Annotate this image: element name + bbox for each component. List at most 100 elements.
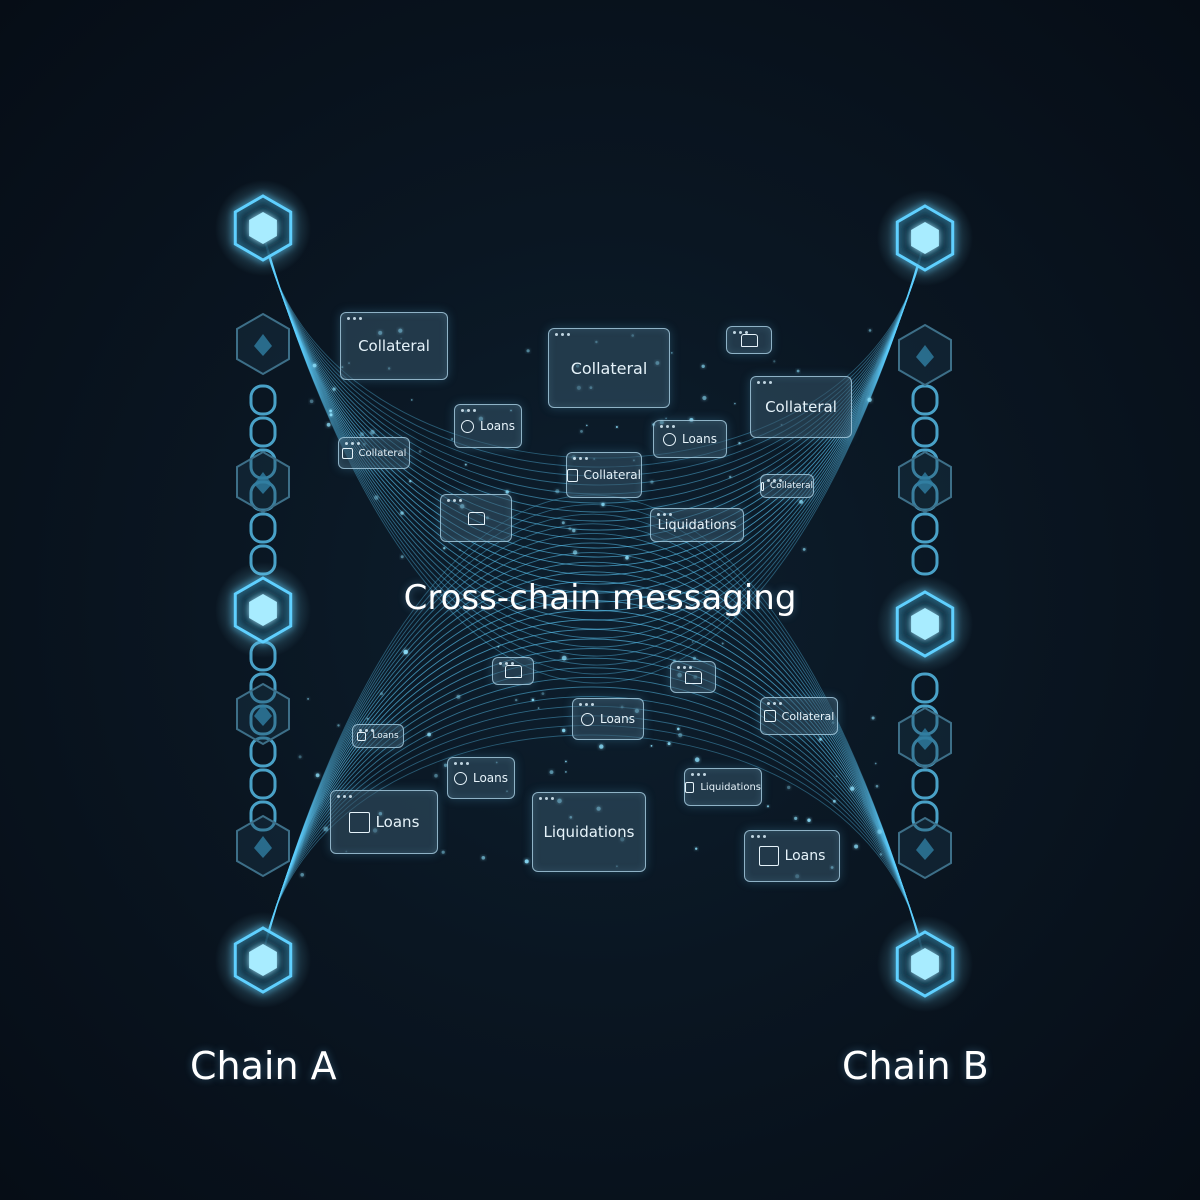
spark-particle [464,463,467,466]
message-card [726,326,772,354]
spark-particle [694,757,700,762]
ethereum-icon [916,728,934,750]
window-dots [337,795,352,798]
chain-link [249,736,277,768]
wire [261,696,926,963]
document-icon [341,447,353,459]
spark-particle [601,502,605,507]
window-dots [767,479,782,482]
spark-particle [309,399,314,404]
spark-particle [537,707,540,709]
spark-particle [692,656,697,661]
document-icon [567,468,578,482]
window-dots [555,333,570,336]
spark-particle [475,558,478,561]
spark-particle [572,528,576,533]
spark-particle [380,692,384,696]
wire [261,227,926,531]
spark-particle [580,430,583,433]
spark-particle [877,829,882,834]
spark-particle [773,360,776,363]
spark-particle [456,694,461,699]
window-dots [691,773,706,776]
spark-particle [721,642,724,645]
message-card: Collateral [338,437,410,469]
spark-particle [427,732,431,737]
message-card-label: Loans [599,712,636,726]
spark-particle [677,727,680,731]
spark-particle [819,738,822,741]
window-dots [767,702,782,705]
message-card: Loans [744,830,840,882]
window-dots [757,381,772,384]
spark-particle [850,786,855,791]
message-card-label: Liquidations [700,781,761,793]
document-icon [763,710,776,722]
wire [261,227,926,576]
wire [261,227,926,630]
wire [261,629,926,963]
hex-node-core [911,222,939,254]
spark-particle [459,549,461,551]
spark-particle [568,527,572,531]
window-dots [660,425,675,428]
spark-particle [332,387,336,391]
chain-b-label: Chain B [842,1044,989,1088]
spark-particle [802,548,806,551]
spark-particle [667,742,671,746]
message-card-label: Collateral [583,468,641,482]
wire [261,590,926,963]
message-card-label: Loans [372,731,399,741]
spark-particle [329,413,333,417]
spark-particle [670,352,673,354]
spark-particle [370,429,375,435]
message-card-label: Loans [681,432,718,446]
spark-particle [312,363,317,368]
spark-particle [586,424,588,427]
wire [261,552,926,963]
spark-particle [796,369,800,373]
wire [261,227,926,549]
wire [261,686,926,963]
chain-link [249,416,277,448]
spark-particle [871,716,875,720]
wire [261,609,926,963]
message-card-label: Liquidations [657,517,737,533]
spark-particle [298,755,302,759]
spark-particle [531,698,535,702]
window-dots [677,666,692,669]
window-dots [539,797,554,800]
window-dots [447,499,462,502]
chain-link [911,672,939,704]
spark-particle [868,329,872,332]
spark-particle [691,641,694,643]
spark-particle [300,873,305,877]
spark-particle [400,511,404,515]
spark-particle [403,649,409,655]
spark-particle [625,555,629,560]
window-dots [347,317,362,320]
wire [261,532,926,963]
spark-particle [497,645,500,648]
spark-particle [366,717,369,720]
message-card-label: Collateral [570,358,648,378]
spark-particle [875,784,879,788]
spark-particle [665,417,667,420]
chain-a-column [215,180,311,1008]
wire [261,227,926,504]
window-dots [359,729,374,732]
spark-particle [650,745,653,747]
spark-particle [451,438,453,440]
chain-link [249,768,277,800]
spark-particle [481,856,486,860]
spark-particle [541,692,545,695]
wire [261,648,926,963]
wire [261,657,926,963]
spark-particle [326,422,331,427]
spark-particle [411,399,413,401]
document-icon [357,731,367,741]
wallet-icon [740,333,758,347]
spark-particle [729,475,732,479]
ethereum-icon [254,334,272,356]
